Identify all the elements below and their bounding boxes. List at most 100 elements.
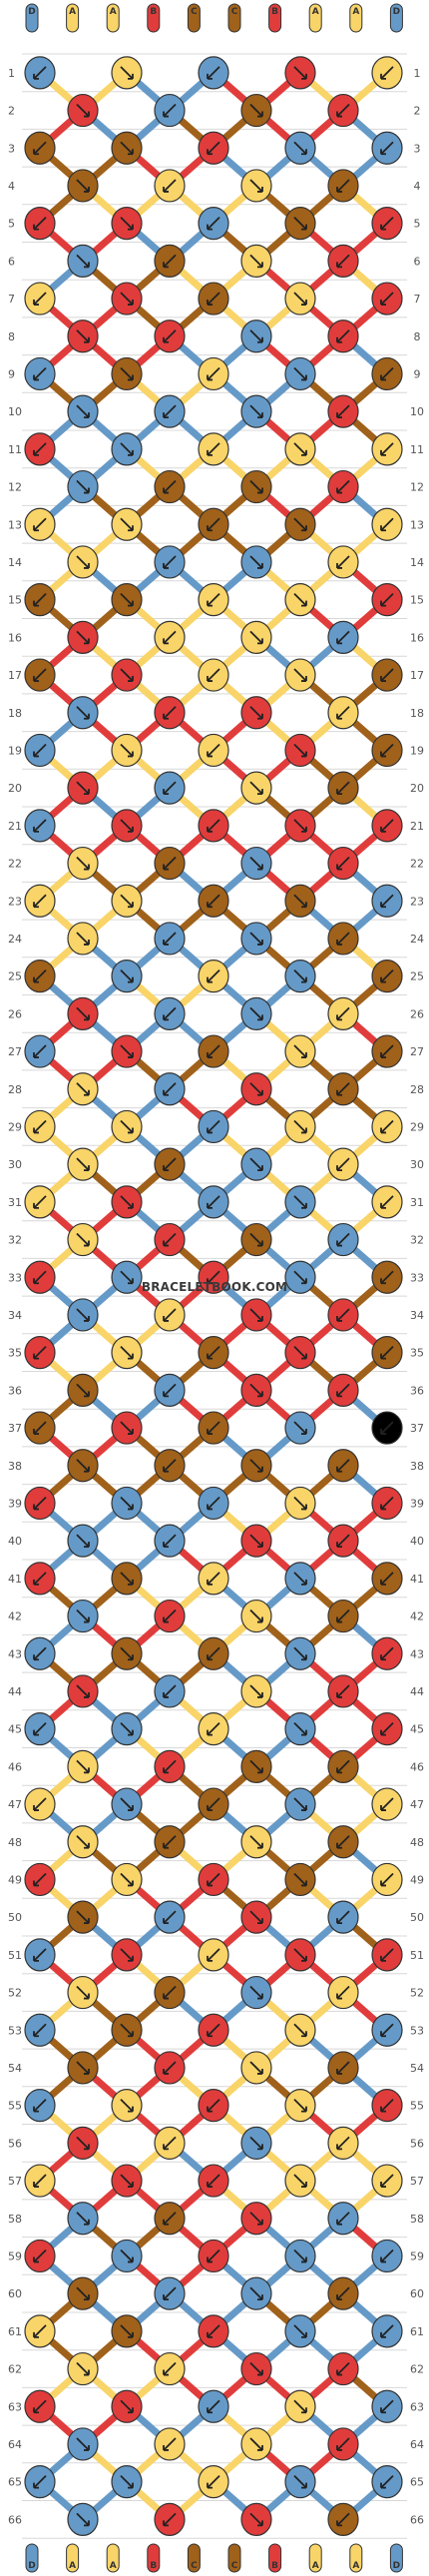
knot-arrow-icon [336, 1308, 350, 1322]
row-number-right: 33 [410, 1271, 424, 1284]
knot-arrow-icon [33, 668, 47, 682]
knot-arrow-icon [120, 969, 134, 983]
knot [67, 696, 99, 730]
knot-arrow-icon [336, 2212, 350, 2226]
knot-arrow-icon [163, 706, 177, 720]
knot-arrow-icon [380, 1646, 394, 1660]
knot-arrowhead [207, 1729, 213, 1736]
row-number-right: 57 [410, 2175, 424, 2188]
knot-arrow-icon [207, 292, 220, 306]
knot-arrowhead [257, 638, 263, 645]
knot [67, 1373, 99, 1407]
knot-arrow-icon [380, 1346, 394, 1360]
knot-arrowhead [207, 1955, 213, 1962]
knot [154, 922, 186, 956]
knot-arrowhead [33, 2407, 39, 2414]
knot [154, 2351, 186, 2386]
knot-arrow-icon [33, 1119, 47, 1134]
knot-arrow-icon [207, 366, 220, 381]
knot-arrowhead [336, 1993, 342, 2000]
knot [67, 2126, 99, 2160]
knot-arrow-icon [207, 1646, 220, 1660]
knot [371, 960, 403, 993]
knot [327, 1449, 359, 1483]
knot [284, 282, 316, 316]
knot-arrowhead [163, 864, 169, 871]
knot [371, 1712, 403, 1746]
knot [371, 1411, 403, 1445]
knot-arrowhead [301, 2256, 307, 2263]
knot-arrowhead [380, 73, 386, 80]
row-number-right: 13 [410, 518, 424, 531]
knot [154, 545, 186, 579]
knot [154, 1749, 186, 1783]
knot-arrowhead [257, 713, 263, 720]
knot [327, 244, 359, 278]
knot-arrow-icon [163, 555, 177, 569]
knot [240, 1222, 272, 1257]
knot [154, 1524, 186, 1558]
knot [24, 1109, 56, 1144]
knot [198, 356, 229, 391]
knot-arrow-icon [76, 103, 90, 118]
knot [240, 2427, 272, 2461]
knot [111, 1862, 143, 1897]
row-number-left: 21 [8, 820, 22, 833]
knot [371, 1862, 403, 1897]
knot-arrowhead [380, 1353, 386, 1360]
knot-arrow-icon [33, 217, 47, 231]
knot-arrowhead [207, 1127, 213, 1134]
knot-arrow-icon [380, 894, 394, 908]
knot-arrowhead [128, 1278, 134, 1285]
knot [67, 1147, 99, 1181]
knot-arrowhead [207, 1278, 213, 1285]
row-number-right: 42 [410, 1610, 424, 1623]
row-number-left: 11 [8, 443, 22, 456]
knot-arrow-icon [33, 66, 47, 80]
row-number-right: 61 [410, 2325, 424, 2338]
knot-arrowhead [84, 487, 90, 494]
knot-arrowhead [84, 336, 90, 343]
knot-arrowhead [301, 1579, 307, 1586]
knot-arrowhead [301, 1127, 307, 1134]
knot-arrowhead [257, 1315, 263, 1322]
knot [67, 1222, 99, 1257]
knot-arrowhead [163, 1240, 169, 1247]
knot-arrowhead [84, 1767, 90, 1774]
knot-arrowhead [163, 1767, 169, 1774]
knot-arrow-icon [207, 217, 220, 231]
knot-arrowhead [163, 2369, 169, 2376]
row-number-left: 32 [8, 1234, 22, 1247]
knot [327, 771, 359, 805]
knot-arrowhead [163, 2219, 169, 2226]
knot [284, 1636, 316, 1670]
knot-arrowhead [163, 2294, 169, 2301]
knot-arrowhead [336, 562, 342, 569]
knot [154, 169, 186, 203]
knot-arrow-icon [33, 366, 47, 381]
knot [111, 282, 143, 316]
knot-arrowhead [207, 1805, 213, 1811]
knot [154, 2502, 186, 2536]
knot-arrowhead [257, 1767, 263, 1774]
knot-arrowhead [301, 1278, 307, 1285]
knot [111, 884, 143, 918]
knot [67, 2202, 99, 2236]
knot-arrowhead [207, 300, 213, 306]
knot-arrowhead [301, 374, 307, 381]
knot-arrowhead [163, 1918, 169, 1925]
knot-arrow-icon [207, 2475, 220, 2489]
knot-arrow-icon [207, 2174, 220, 2188]
knot [67, 2502, 99, 2536]
knot-arrowhead [336, 2520, 342, 2527]
knot-arrow-icon [120, 1421, 134, 1435]
knot-arrow-icon [33, 1572, 47, 1586]
row-number-left: 24 [8, 933, 22, 946]
knot-arrowhead [301, 1353, 307, 1360]
knot-arrow-icon [120, 2399, 134, 2413]
thread-top-letter: A [69, 7, 76, 17]
knot-arrow-icon [293, 2023, 307, 2037]
row-number-right: 9 [414, 367, 421, 380]
knot [111, 207, 143, 241]
thread-top-end [106, 3, 120, 33]
